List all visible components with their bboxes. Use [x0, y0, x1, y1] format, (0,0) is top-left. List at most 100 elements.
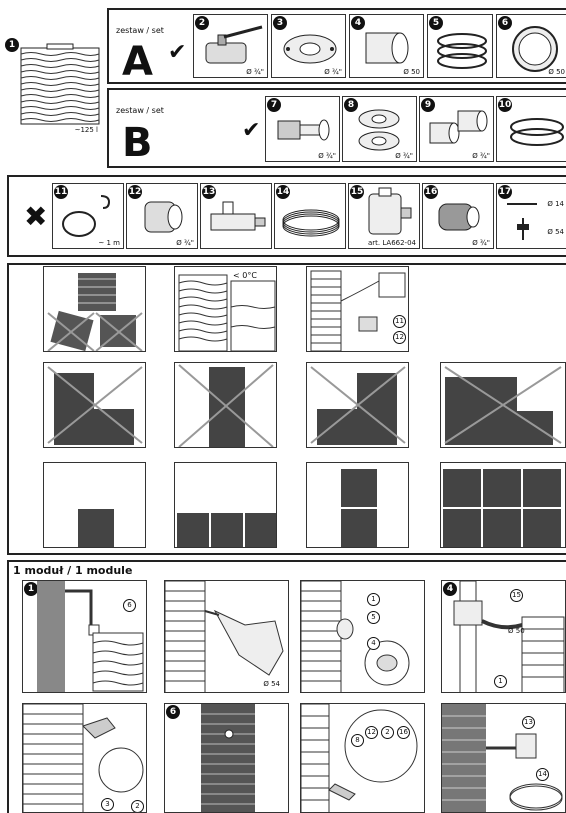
step-4-dim: Ø 50 [508, 627, 525, 635]
acc-16-dim: Ø ¾" [472, 239, 490, 247]
acc-17-badge: 17 [498, 185, 512, 199]
part-7-badge: 7 [267, 98, 281, 112]
set-b-letter: B [122, 120, 153, 166]
acc-11-cell: 11 ~ 1 m [52, 183, 124, 249]
set-a-label: zestaw / set [116, 26, 164, 35]
part-6-badge: 6 [498, 16, 512, 30]
frost-illustration [178, 274, 276, 351]
placement-wrong-2-cell [174, 362, 277, 448]
rain-diverter-icon [368, 187, 412, 235]
step-1-callout-6: 6 [123, 599, 136, 612]
ok-arrangement-4 [443, 469, 561, 547]
wrong-arrangement-3 [310, 366, 406, 445]
step-8-callout-14: 14 [536, 768, 549, 781]
placement-stacking-cell [43, 266, 146, 352]
ring-seal-icon [510, 118, 564, 146]
part-3-cell: 3 Ø ¾" [271, 14, 346, 78]
part-6-dim: Ø 50 [548, 68, 565, 76]
wrong-arrangement-1 [47, 366, 143, 445]
part-9-cell: 9 Ø ¾" [419, 96, 494, 162]
placement-ok-4-cell [440, 462, 566, 548]
step-7-connectors-illustration [301, 704, 418, 812]
part-7-cell: 7 Ø ¾" [265, 96, 340, 162]
part-4-badge: 4 [351, 16, 365, 30]
step-4-badge: 4 [443, 582, 457, 596]
tank-image-panel: 1 ~125 l [3, 36, 104, 134]
acc-12-dim: Ø ¾" [176, 239, 194, 247]
step-3-cell: 3 1 5 4 [300, 580, 425, 693]
flange-pair-icon [358, 109, 400, 151]
step-6-badge: 6 [166, 705, 180, 719]
outlet-callout-12: 12 [393, 331, 406, 344]
acc-15-badge: 15 [350, 185, 364, 199]
part-2-badge: 2 [195, 16, 209, 30]
step-2-dim: Ø 54 [263, 680, 280, 688]
placement-frame [7, 263, 566, 555]
step-5-valve-illustration [23, 704, 144, 812]
placement-ok-3-cell [306, 462, 409, 548]
cap-icon [512, 26, 558, 72]
acc-15-cell: 15 art. LA662-04 [348, 183, 420, 249]
seal-rings-icon [437, 33, 487, 69]
step-7-callout-16: 16 [397, 726, 410, 739]
part-8-badge: 8 [344, 98, 358, 112]
step-6-tank-illustration [201, 704, 255, 812]
drill-bits-icon [507, 203, 537, 240]
part-10-cell: 10 [496, 96, 566, 162]
quick-connector-icon [144, 201, 183, 233]
part-8-dim: Ø ¾" [395, 152, 413, 160]
hook-string-icon [62, 195, 111, 237]
part-10-badge: 10 [498, 98, 512, 112]
hose-coil-icon [282, 209, 340, 237]
acc-12-badge: 12 [128, 185, 142, 199]
step-4-callout-15: 15 [510, 589, 523, 602]
part-6-cell: 6 Ø 50 [496, 14, 566, 78]
part-4-cell: 4 Ø 50 [349, 14, 424, 78]
part-5-cell: 5 [427, 14, 493, 78]
outlet-illustration [310, 270, 406, 351]
step-8-pump-illustration [442, 704, 563, 812]
step-2-drilling-illustration [165, 581, 284, 692]
acc-16-cell: 16 Ø ¾" [422, 183, 494, 249]
step-3-fitting-illustration [301, 581, 410, 692]
part-9-badge: 9 [421, 98, 435, 112]
step-5-callout-3: 3 [101, 798, 114, 811]
step-7-cell: 7 8 12 2 16 [300, 703, 425, 813]
part-2-dim: Ø ¾" [246, 68, 264, 76]
set-a-check-icon: ✔ [168, 40, 187, 65]
step-4-callout-1: 1 [494, 675, 507, 688]
step-2-cell: 2 Ø 54 [164, 580, 289, 693]
ok-arrangement-3 [341, 469, 377, 547]
placement-frost-cell: < 0°C [174, 266, 277, 352]
accessories-frame [7, 175, 566, 257]
step-7-callout-2: 2 [381, 726, 394, 739]
step-8-cell: 8 13 14 [441, 703, 566, 813]
step-1-badge: 1 [24, 582, 38, 596]
pump-icon [210, 201, 266, 231]
tank-number-badge: 1 [5, 38, 19, 52]
acc-13-cell: 13 [200, 183, 272, 249]
acc-11-dim: ~ 1 m [98, 239, 120, 247]
frost-label: < 0°C [233, 271, 257, 280]
set-b-check-icon: ✔ [242, 118, 261, 143]
set-a-frame [107, 8, 566, 84]
ok-arrangement-1 [78, 509, 114, 547]
part-4-dim: Ø 50 [403, 68, 420, 76]
wrong-arrangement-2 [178, 364, 274, 447]
flange-gasket-icon [283, 34, 337, 64]
set-a-letter: A [122, 39, 153, 85]
placement-ok-2-cell [174, 462, 277, 548]
placement-wrong-1-cell [43, 362, 146, 448]
step-1-illustration [37, 581, 144, 692]
acc-11-badge: 11 [54, 185, 68, 199]
install-title: 1 moduł / 1 module [13, 564, 133, 577]
step-4-cell: 4 15 Ø 50 1 [441, 580, 566, 693]
part-5-badge: 5 [429, 16, 443, 30]
pipe-connector-icon [365, 32, 409, 64]
placement-wrong-4-cell [440, 362, 566, 448]
step-6-cell: 6 [164, 703, 289, 813]
placement-ok-1-cell [43, 462, 146, 548]
not-included-cross-icon: ✖ [24, 200, 48, 233]
placement-wrong-3-cell [306, 362, 409, 448]
acc-13-badge: 13 [202, 185, 216, 199]
